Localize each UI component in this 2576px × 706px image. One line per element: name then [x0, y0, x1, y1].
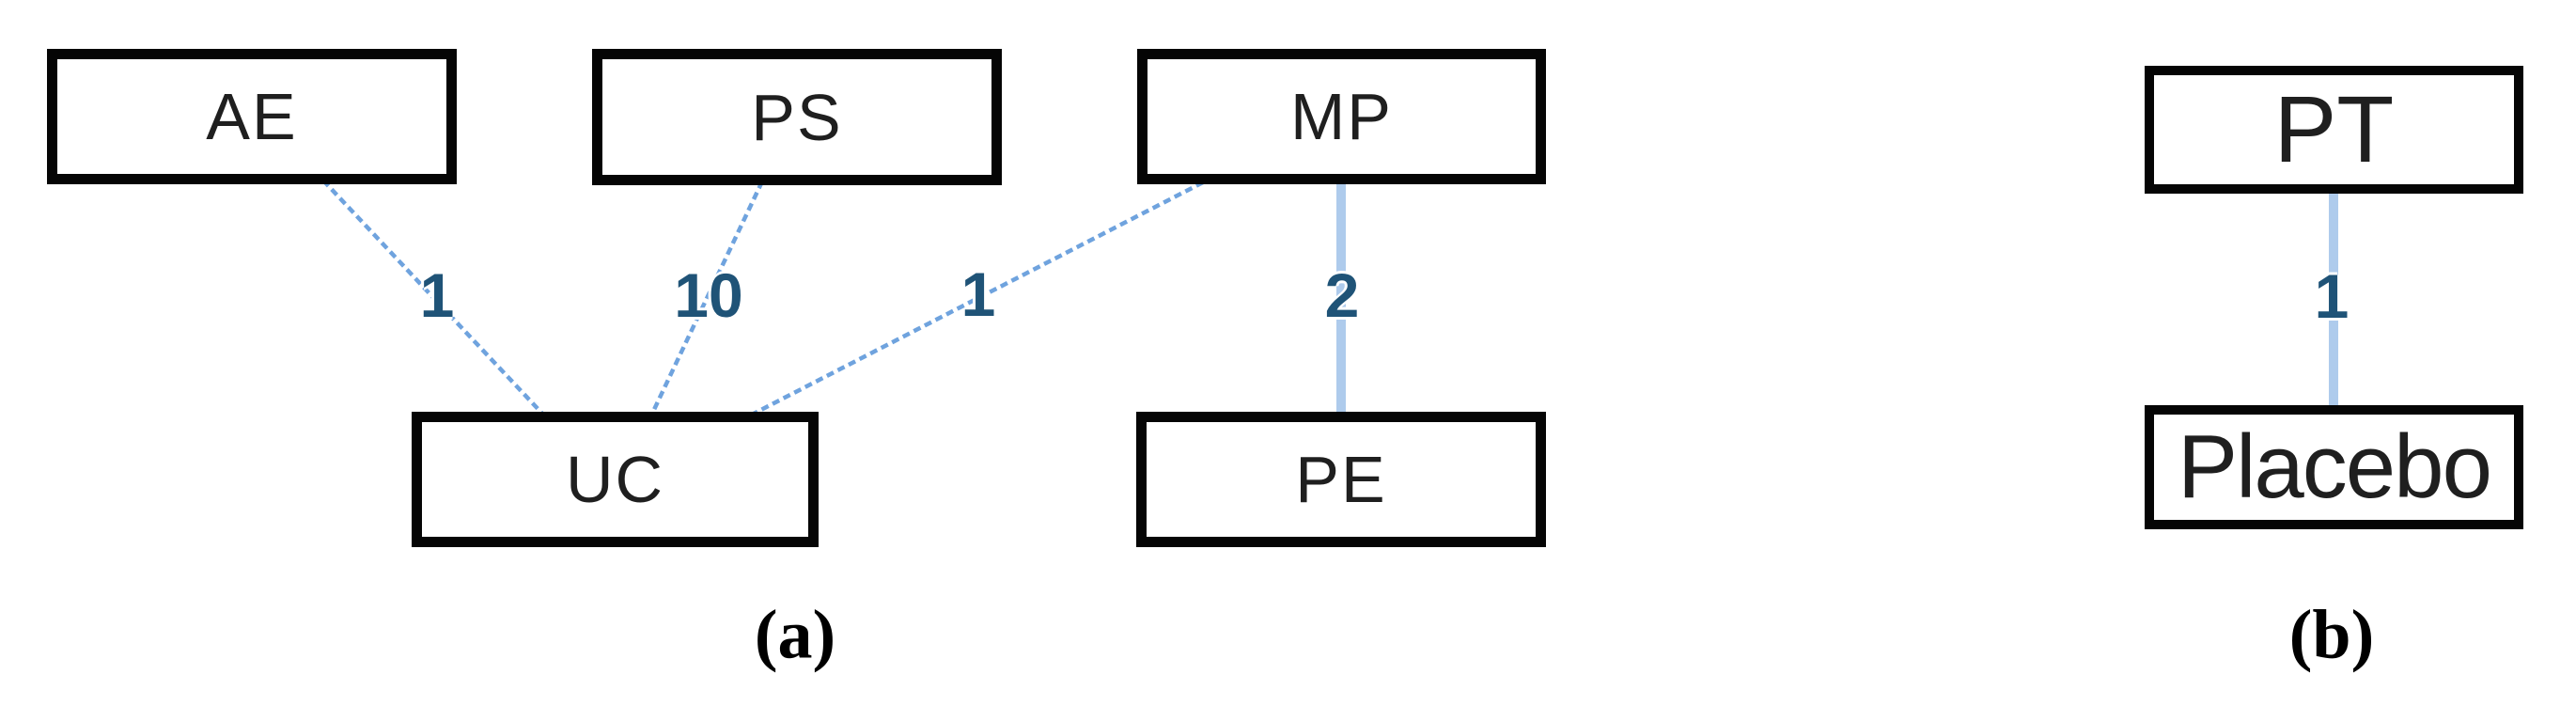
edge-weight-ps-uc: 10	[674, 260, 743, 330]
edge-weight-mp-uc: 1	[960, 259, 996, 329]
node-placebo: Placebo	[2145, 405, 2523, 529]
node-pt-label: PT	[2273, 76, 2395, 182]
edge-ps-uc	[648, 180, 765, 416]
node-pe-label: PE	[1295, 443, 1387, 516]
node-uc: UC	[412, 412, 819, 547]
node-pe: PE	[1136, 412, 1546, 547]
caption-panel-a: (a)	[754, 596, 836, 674]
node-mp: MP	[1137, 49, 1546, 184]
node-mp-label: MP	[1290, 80, 1393, 153]
edge-weight-pt-placebo: 1	[2314, 261, 2350, 331]
node-placebo-label: Placebo	[2178, 416, 2492, 517]
node-uc-label: UC	[565, 443, 665, 516]
node-ae-label: AE	[206, 80, 298, 153]
edge-weight-ae-uc: 1	[419, 260, 455, 330]
node-ae: AE	[47, 49, 457, 184]
node-ps-label: PS	[751, 80, 843, 154]
edge-ae-uc	[321, 179, 546, 417]
node-ps: PS	[592, 49, 1002, 185]
edge-weight-mp-pe: 2	[1324, 260, 1360, 330]
node-pt: PT	[2145, 66, 2523, 194]
caption-panel-b: (b)	[2288, 596, 2375, 674]
